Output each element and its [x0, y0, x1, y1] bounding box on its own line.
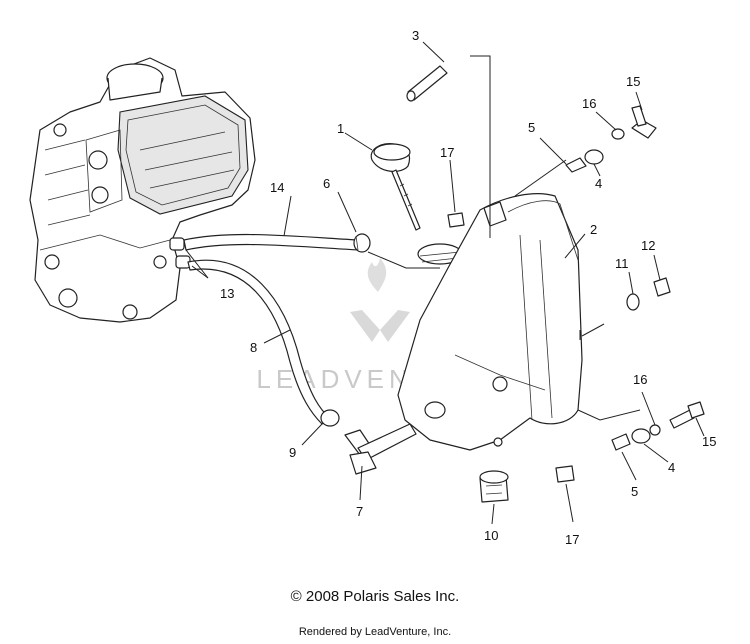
callout-4-upper: 4	[595, 176, 602, 191]
oil-tank-2	[397, 193, 583, 451]
callout-15-upper: 15	[626, 74, 640, 89]
rendered-by-text: Rendered by LeadVenture, Inc.	[298, 626, 452, 638]
nut-17-bottom	[555, 465, 575, 483]
hose-14	[183, 233, 359, 251]
lower-mount-hardware	[611, 401, 705, 451]
tube-3	[406, 65, 448, 102]
callout-17-upper: 17	[440, 145, 454, 160]
nut-17-top	[447, 212, 465, 228]
v-logo-icon	[350, 310, 410, 342]
clamp-9	[320, 409, 340, 427]
callout-6: 6	[323, 176, 330, 191]
callout-5-upper: 5	[528, 120, 535, 135]
callout-10: 10	[484, 528, 498, 543]
dipstick-1	[370, 143, 421, 231]
callout-5-lower: 5	[631, 484, 638, 499]
callout-15-lower: 15	[702, 434, 716, 449]
callout-3: 3	[412, 28, 419, 43]
callout-11: 11	[615, 256, 629, 271]
callout-16-lower: 16	[633, 372, 647, 387]
callout-7: 7	[356, 504, 363, 519]
callout-12: 12	[641, 238, 655, 253]
washer-11	[626, 293, 640, 311]
leader-lines	[185, 41, 705, 525]
callout-labels: 1 2 3 4 4 5 5 6 7 8 9 10 11 12 13 14 15 …	[220, 28, 716, 547]
elbow-fitting-7	[344, 423, 417, 475]
engine-assembly	[29, 57, 256, 323]
flame-logo-icon	[367, 258, 387, 292]
upper-mount-hardware	[565, 105, 657, 173]
callout-17-lower: 17	[565, 532, 579, 547]
callout-13: 13	[220, 286, 234, 301]
callout-16-upper: 16	[582, 96, 596, 111]
callout-14: 14	[270, 180, 284, 195]
nut-12	[653, 277, 671, 297]
drain-plug-10	[479, 470, 509, 503]
callout-9: 9	[289, 445, 296, 460]
callout-2: 2	[590, 222, 597, 237]
clamp-6	[353, 233, 371, 253]
hose-8	[187, 259, 331, 425]
callout-8: 8	[250, 340, 257, 355]
callout-4-lower: 4	[668, 460, 675, 475]
callout-1: 1	[337, 121, 344, 136]
copyright-text: © 2008 Polaris Sales Inc.	[290, 588, 460, 605]
